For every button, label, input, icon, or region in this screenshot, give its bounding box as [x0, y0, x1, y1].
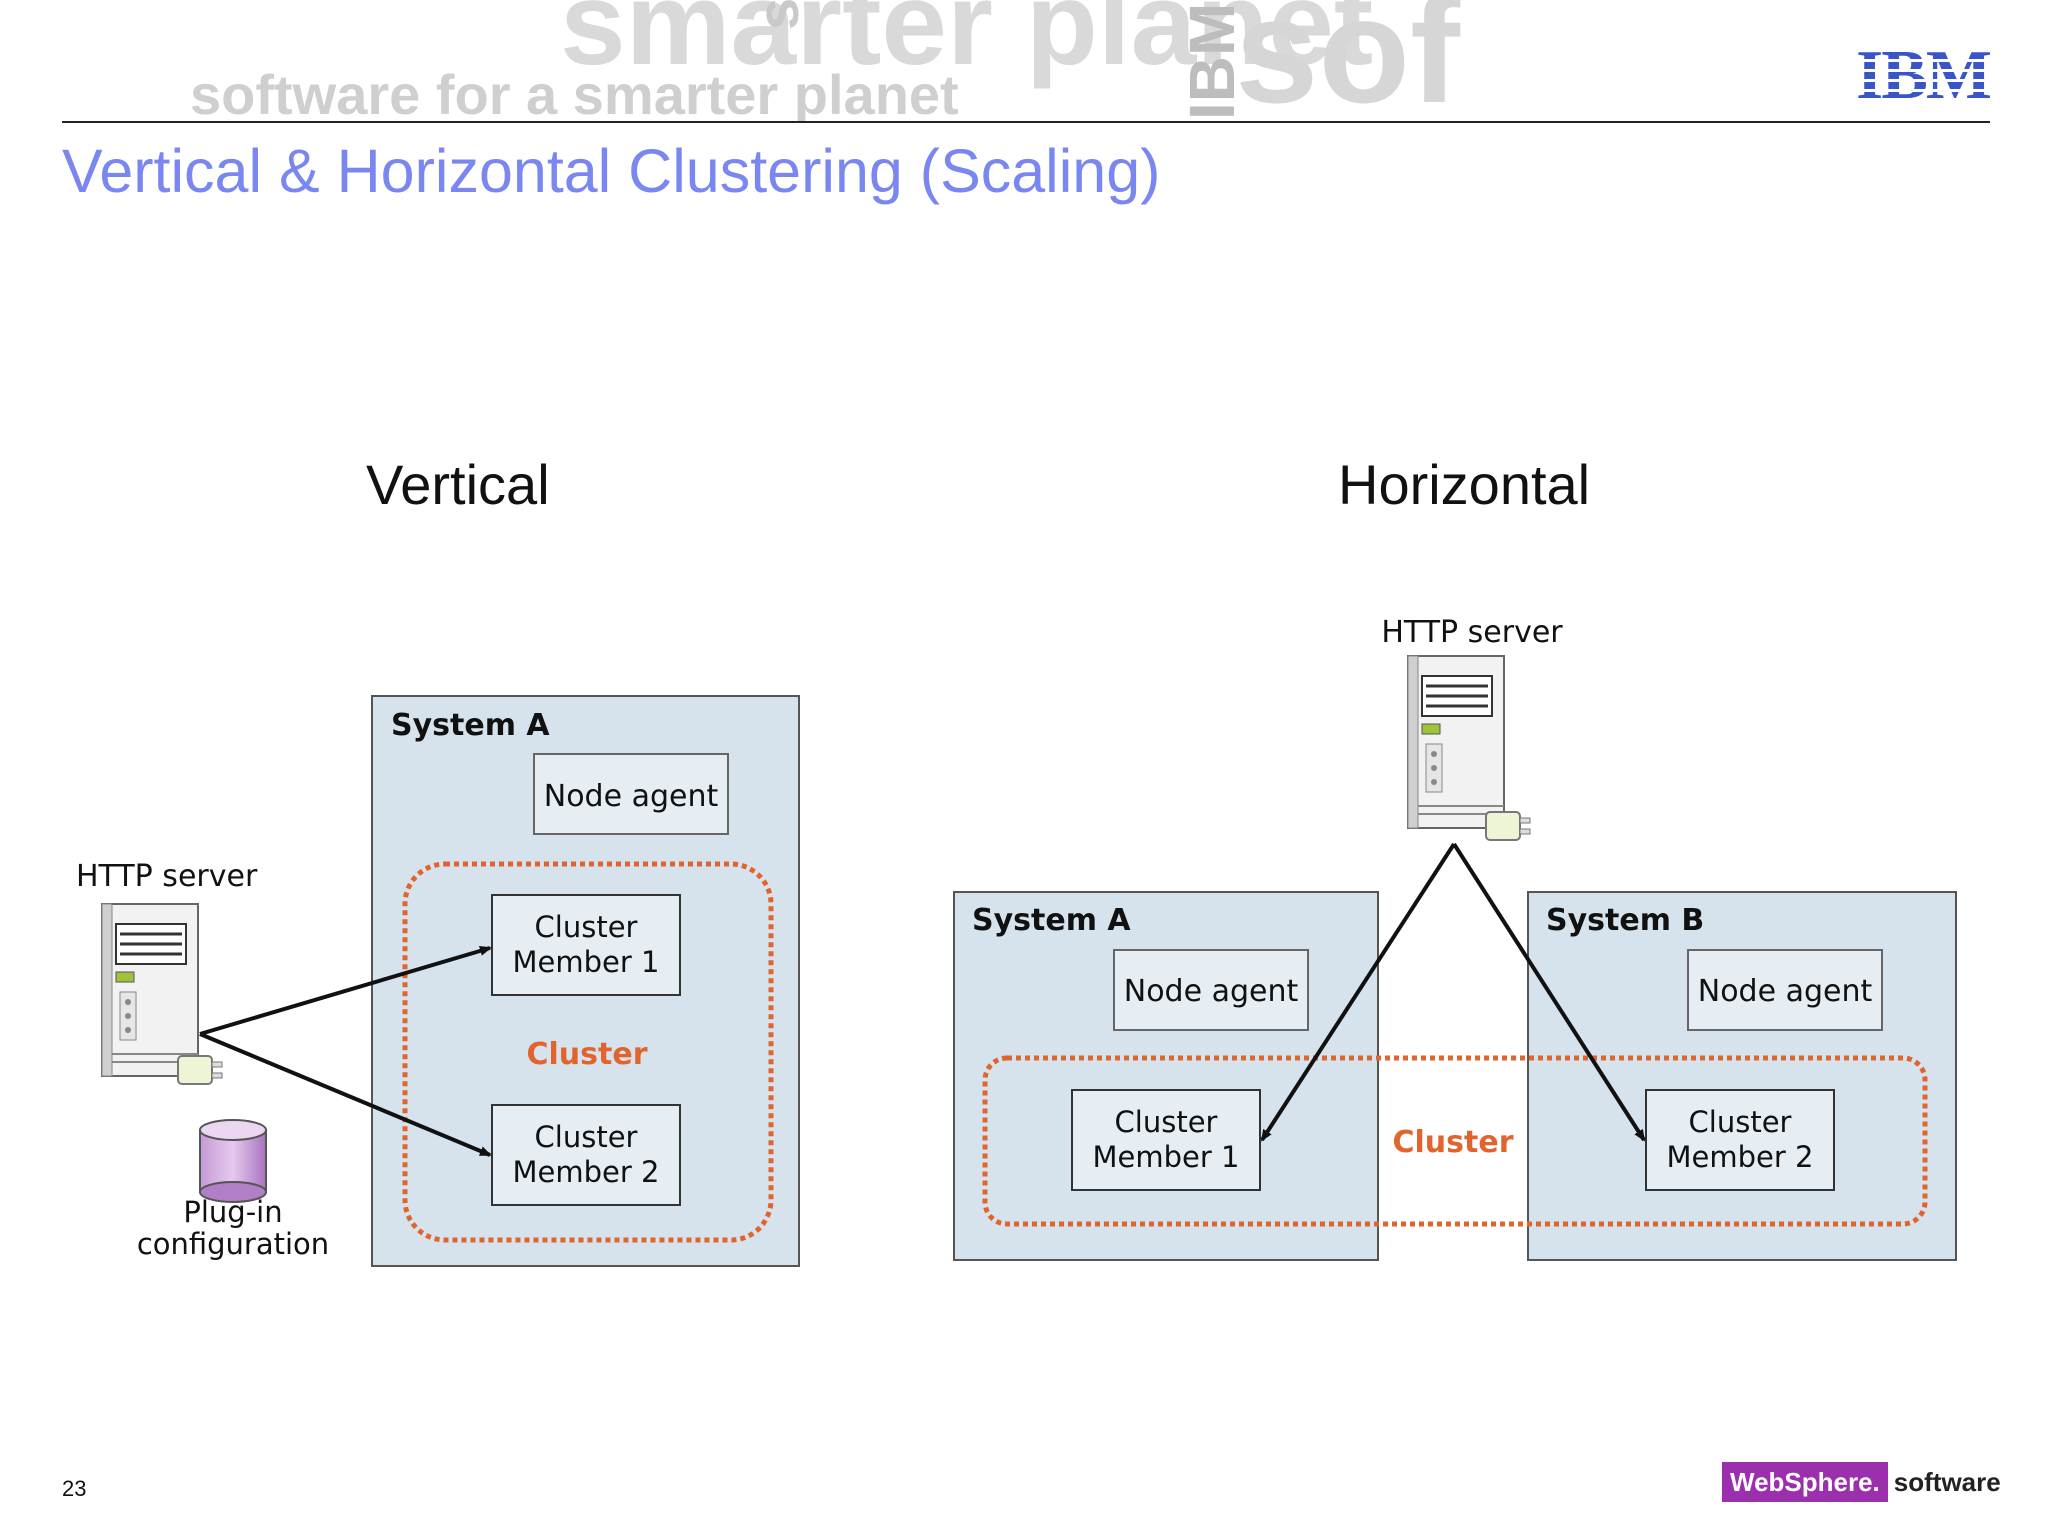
horizontal-system-b-box: [1527, 891, 1957, 1261]
websphere-logo: WebSphere. software: [1722, 1462, 2001, 1502]
horizontal-arrow-to-member-1: [1260, 842, 1456, 1142]
vertical-heading: Vertical: [366, 453, 550, 516]
vertical-node-agent-label: Node agent: [544, 779, 719, 814]
vertical-http-server-label: HTTP server: [76, 859, 258, 894]
vertical-member1-line1: Cluster: [535, 910, 638, 944]
horizontal-system-a-box: [953, 891, 1379, 1261]
horizontal-node-agent-a-box: [1113, 949, 1309, 1031]
horizontal-member1-line2: Member 1: [1093, 1140, 1240, 1174]
page-number: 23: [62, 1476, 87, 1501]
server-icon: [100, 902, 200, 1078]
plugin-icon: [1485, 811, 1531, 841]
watermark-big-sof: sof: [1235, 0, 1460, 122]
vertical-cluster-member-1: [491, 894, 681, 996]
vertical-arrow-to-member-2: [199, 1032, 492, 1157]
horizontal-cluster-outline: [982, 1055, 1928, 1227]
slide-title: Vertical & Horizontal Clustering (Scalin…: [62, 137, 1161, 205]
vertical-diagram: System A Node agent Cluster Cluster Memb…: [76, 695, 800, 1267]
horizontal-node-agent-a-label: Node agent: [1124, 974, 1299, 1009]
horizontal-node-agent-b-box: [1687, 949, 1883, 1031]
plugin-label-line2: configuration: [137, 1227, 329, 1261]
horizontal-cluster-member-1: [1071, 1089, 1261, 1191]
vertical-cluster-outline: [402, 861, 774, 1243]
horizontal-member2-line2: Member 2: [1667, 1140, 1814, 1174]
server-icon: [1406, 654, 1506, 830]
horizontal-member2-line1: Cluster: [1689, 1105, 1792, 1139]
vertical-system-a-label: System A: [391, 708, 550, 743]
plugin-icon: [177, 1055, 223, 1085]
watermark-big: smarter planet: [560, 0, 1374, 90]
horizontal-system-a-label: System A: [972, 903, 1131, 938]
websphere-logo-right: software: [1893, 1466, 2001, 1497]
vertical-member2-line2: Member 2: [513, 1155, 660, 1189]
database-icon: [199, 1119, 267, 1203]
ibm-logo-text: IBM: [1856, 48, 1990, 104]
vertical-cluster-label: Cluster: [527, 1037, 648, 1072]
horizontal-diagram: System A System B Node agent Node agent …: [953, 615, 1957, 1261]
horizontal-http-server-label: HTTP server: [1381, 615, 1563, 650]
horizontal-heading: Horizontal: [1338, 453, 1591, 516]
header-banner: smarter planet software for a smarter pl…: [0, 0, 2048, 122]
horizontal-arrow-to-member-2: [1452, 842, 1646, 1142]
horizontal-system-b-label: System B: [1546, 903, 1704, 938]
horizontal-cluster-label: Cluster: [1393, 1125, 1514, 1160]
vertical-member2-line1: Cluster: [535, 1120, 638, 1154]
watermark-line: software for a smarter planet: [190, 63, 959, 122]
horizontal-member1-line1: Cluster: [1115, 1105, 1218, 1139]
vertical-cluster-member-2: [491, 1104, 681, 1206]
vertical-arrow-to-member-1: [199, 946, 492, 1036]
horizontal-node-agent-b-label: Node agent: [1698, 974, 1873, 1009]
vertical-member1-line2: Member 1: [513, 945, 660, 979]
horizontal-cluster-member-2: [1645, 1089, 1835, 1191]
ibm-logo: IBM: [1856, 37, 1993, 114]
plugin-label-line1: Plug-in: [183, 1195, 282, 1229]
header-rule: [62, 121, 1990, 123]
vertical-node-agent-box: [533, 753, 729, 835]
websphere-logo-left: WebSphere.: [1722, 1462, 1888, 1502]
